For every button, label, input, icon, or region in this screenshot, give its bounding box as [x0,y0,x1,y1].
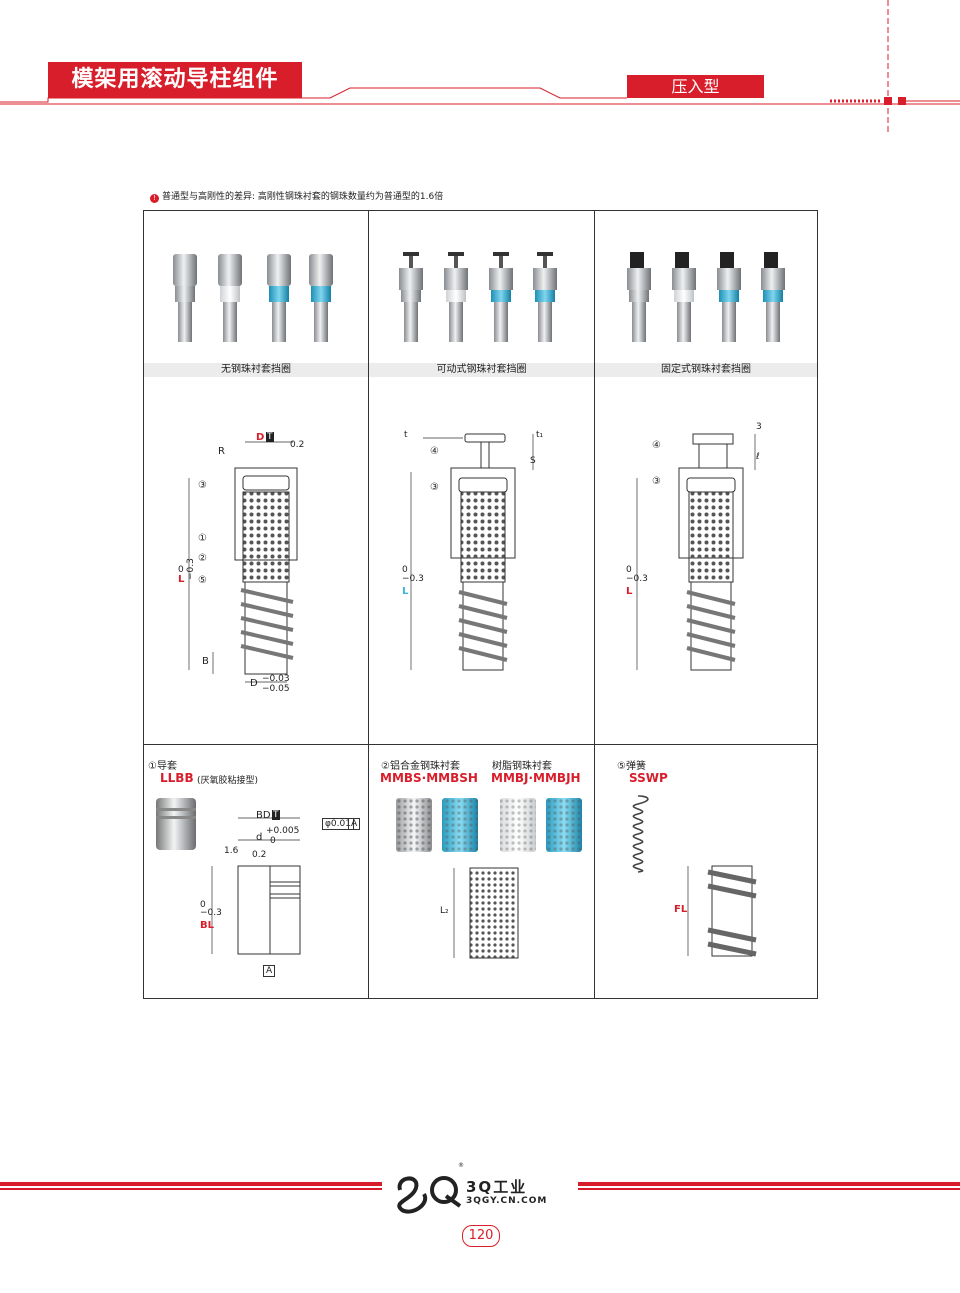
guide-bl: BL [200,920,214,931]
guide-datum-a2: A [263,965,276,977]
guide-note: (厌氧胶粘接型) [197,776,259,786]
callout-1: ① [198,533,207,544]
guide-t: T [272,810,280,820]
spring-code: SSWP [629,771,668,785]
dim-t: T [266,432,274,442]
dim-b: B [202,656,209,667]
l-tol-bottom: −0.3 [186,558,196,580]
callout-5: ⑤ [198,575,207,586]
photo-pin-8 [533,252,557,342]
footer-brand: 3Q工业 [466,1178,528,1196]
dim-d-bottom: D [250,678,258,689]
spring-fl: FL [674,904,688,915]
technical-drawings [188,433,756,683]
l-tol-col2: 0 [402,565,408,575]
page-number: 120 [462,1225,500,1247]
dim-t1: t₁ [536,430,544,440]
spring-title: ⑤弹簧 [617,761,646,772]
bushing-code-1: MMBS·MMBSH [380,771,478,785]
dim-t-small: t [404,430,408,440]
dim-s: S [530,456,536,466]
dim-ell: ℓ [756,452,760,462]
column-caption-1: 无钢珠衬套挡圈 [144,363,368,377]
guide-datum-a: A [348,818,361,830]
guide-d-tol1: +0.005 [266,826,300,836]
column-caption-3: 固定式钢珠衬套挡圈 [595,363,817,377]
guide-bl-tol2: −0.3 [200,908,222,918]
dim-l-col3: L [626,586,633,597]
dim-l: L [178,574,185,585]
bushing-l2: L₂ [440,906,449,916]
photo-pin-4 [309,254,333,342]
spring-drawing [632,795,757,957]
header-decoration [0,0,960,135]
guide-title: ①导套 [148,761,177,772]
photo-pin-2 [218,254,242,342]
photo-pin-11 [717,252,741,342]
dim-r: R [218,446,225,457]
guide-d-tol2: 0 [270,836,276,846]
photo-pin-3 [267,254,291,342]
callout-3-col2: ③ [430,482,439,493]
column-caption-2: 可动式钢珠衬套挡圈 [369,363,594,377]
info-icon: ! [150,194,159,203]
product-photos [173,252,785,342]
l-tol-col3: 0 [626,565,632,575]
photo-pin-1 [173,254,197,342]
photo-pin-6 [444,252,468,342]
l-tol-top: 0 [178,565,184,575]
guide-phi: φ0.01 [322,818,354,830]
bushing-title-1: ②铝合金钢珠衬套 [381,761,460,772]
guide-bd: BD [256,810,271,821]
guide-d: d [256,832,263,843]
bushing-title-2: 树脂钢珠衬套 [492,761,552,772]
photo-pin-7 [489,252,513,342]
type-badge: 压入型 [627,75,764,98]
guide-drawing [156,798,301,955]
dim-3: 3 [756,422,762,432]
product-table: 无钢珠衬套挡圈 可动式钢珠衬套挡圈 固定式钢珠衬套挡圈 [143,210,818,999]
page-title: 模架用滚动导柱组件 [48,62,302,98]
bushing-code-2: MMBJ·MMBJH [491,771,581,785]
footer-url: 3QGY.CN.COM [466,1196,548,1206]
guide-bl-tol: 0 [200,900,206,910]
d-tol-top: −0.03 [262,674,290,684]
callout-4-col3: ④ [652,440,661,451]
note-text: 普通型与高刚性的差异: 高刚性钢珠衬套的钢珠数量约为普通型的1.6倍 [162,192,444,202]
guide-code: LLBB [160,771,194,785]
l-tol2-col2: −0.3 [402,574,424,584]
callout-3: ③ [198,480,207,491]
footer-reg: ® [458,1162,464,1169]
note-line: !普通型与高刚性的差异: 高刚性钢珠衬套的钢珠数量约为普通型的1.6倍 [150,189,443,203]
callout-4: ④ [430,446,439,457]
callout-2: ② [198,553,207,564]
bushing-drawing [396,798,582,959]
dim-angle: 0.2 [290,440,305,450]
guide-r2: 0.2 [252,850,267,860]
photo-pin-12 [761,252,785,342]
photo-pin-5 [399,252,423,342]
dim-d: D [256,432,265,443]
photo-pin-10 [672,252,696,342]
footer-decoration [0,1176,960,1214]
d-tol-bottom: −0.05 [262,684,290,694]
dim-l-col2: L [402,586,409,597]
guide-r1: 1.6 [224,846,239,856]
l-tol2-col3: −0.3 [626,574,648,584]
photo-pin-9 [627,252,651,342]
callout-3-col3: ③ [652,476,661,487]
